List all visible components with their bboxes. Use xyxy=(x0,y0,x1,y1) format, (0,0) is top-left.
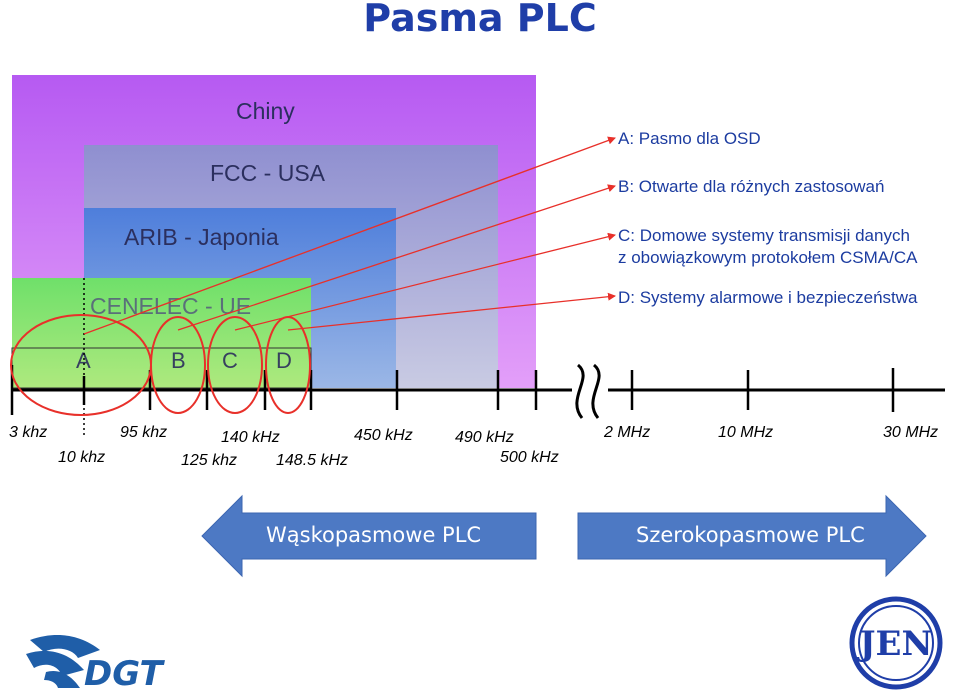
category-d-label: D: Systemy alarmowe i bezpieczeństwa xyxy=(618,288,918,307)
narrowband-label: Wąskopasmowe PLC xyxy=(266,523,482,547)
band-label-fcc: FCC - USA xyxy=(210,160,325,186)
freq-10khz: 10 khz xyxy=(58,449,106,466)
freq-450khz: 450 kHz xyxy=(354,427,413,444)
freq-490khz: 490 kHz xyxy=(455,429,514,446)
category-c-label-line2: z obowiązkowym protokołem CSMA/CA xyxy=(618,248,918,267)
freq-3khz: 3 khz xyxy=(9,424,48,441)
freq-500khz: 500 kHz xyxy=(500,449,559,466)
page-title: Pasma PLC xyxy=(363,0,597,40)
narrowband-arrow xyxy=(201,494,537,578)
category-b-label: B: Otwarte dla różnych zastosowań xyxy=(618,177,885,196)
freq-125khz: 125 khz xyxy=(181,452,238,469)
band-label-arib: ARIB - Japonia xyxy=(124,224,279,250)
freq-2mhz: 2 MHz xyxy=(604,424,651,441)
dgt-logo xyxy=(26,635,100,688)
band-label-china: Chiny xyxy=(236,98,295,124)
jen-logo xyxy=(849,596,943,690)
category-a-label: A: Pasmo dla OSD xyxy=(618,129,761,148)
connector-arrows xyxy=(83,136,616,335)
jen-logo-text: JEN xyxy=(856,624,932,664)
freq-30mhz: 30 MHz xyxy=(883,424,939,441)
broadband-arrow xyxy=(577,494,927,578)
broadband-label: Szerokopasmowe PLC xyxy=(636,523,865,547)
axis-break-icon xyxy=(572,363,608,419)
segment-a: A xyxy=(76,348,91,373)
category-c-label-line1: C: Domowe systemy transmisji danych xyxy=(618,226,910,245)
freq-140khz: 140 kHz xyxy=(221,429,280,446)
dgt-logo-text: DGT xyxy=(84,654,166,694)
segment-d: D xyxy=(276,348,292,373)
freq-95khz: 95 khz xyxy=(120,424,168,441)
freq-148-5khz: 148.5 kHz xyxy=(276,452,349,469)
segment-c: C xyxy=(222,348,238,373)
segment-b: B xyxy=(171,348,186,373)
freq-10mhz: 10 MHz xyxy=(718,424,774,441)
